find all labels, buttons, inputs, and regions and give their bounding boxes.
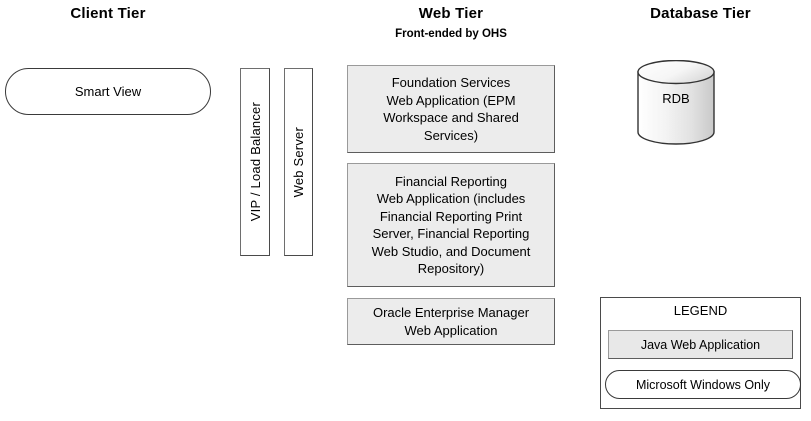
- tier-heading-web: Web Tier: [418, 5, 484, 22]
- node-financial-reporting-line-4: Server, Financial Reporting: [372, 226, 530, 241]
- node-foundation-services-line-2: Web Application (EPM: [386, 92, 516, 108]
- node-foundation-services[interactable]: Foundation Services Web Application (EPM…: [347, 65, 555, 153]
- legend-item-microsoft-windows-only-label: Microsoft Windows Only: [635, 377, 771, 392]
- node-foundation-services-line-3: Workspace and Shared: [383, 110, 519, 125]
- node-financial-reporting-line-6: Repository): [417, 261, 485, 276]
- node-oracle-enterprise-manager[interactable]: Oracle Enterprise Manager Web Applicatio…: [347, 298, 555, 345]
- node-foundation-services-line-4: Services): [423, 127, 479, 143]
- tier-heading-database: Database Tier: [650, 5, 751, 22]
- node-smart-view-label: Smart View: [74, 84, 142, 99]
- node-smart-view[interactable]: Smart View: [5, 68, 211, 115]
- node-oracle-enterprise-manager-line-2: Web Application: [404, 322, 498, 338]
- node-rdb-cylinder[interactable]: [635, 60, 717, 148]
- node-vip-load-balancer-label: VIP / Load Balancer: [247, 102, 263, 222]
- node-rdb-label: RDB: [662, 91, 690, 106]
- node-web-server-label: Web Server: [291, 126, 306, 198]
- node-oracle-enterprise-manager-line-1: Oracle Enterprise Manager: [372, 305, 530, 320]
- node-financial-reporting-line-3: Financial Reporting Print: [379, 208, 523, 224]
- node-financial-reporting[interactable]: Financial Reporting Web Application (inc…: [347, 163, 555, 287]
- legend-item-java-web-application-label: Java Web Application: [640, 337, 761, 352]
- tier-subtitle-web: Front-ended by OHS: [395, 28, 507, 40]
- node-financial-reporting-line-2: Web Application (includes: [376, 191, 526, 206]
- node-vip-load-balancer[interactable]: VIP / Load Balancer: [240, 68, 270, 256]
- node-web-server[interactable]: Web Server: [284, 68, 313, 256]
- legend-title: LEGEND: [673, 303, 728, 318]
- node-foundation-services-line-1: Foundation Services: [391, 75, 511, 90]
- node-financial-reporting-line-5: Web Studio, and Document: [371, 243, 531, 259]
- node-financial-reporting-line-1: Financial Reporting: [394, 173, 507, 189]
- tier-heading-client: Client Tier: [70, 5, 146, 22]
- legend-item-microsoft-windows-only[interactable]: Microsoft Windows Only: [605, 370, 801, 399]
- legend-item-java-web-application[interactable]: Java Web Application: [608, 330, 793, 359]
